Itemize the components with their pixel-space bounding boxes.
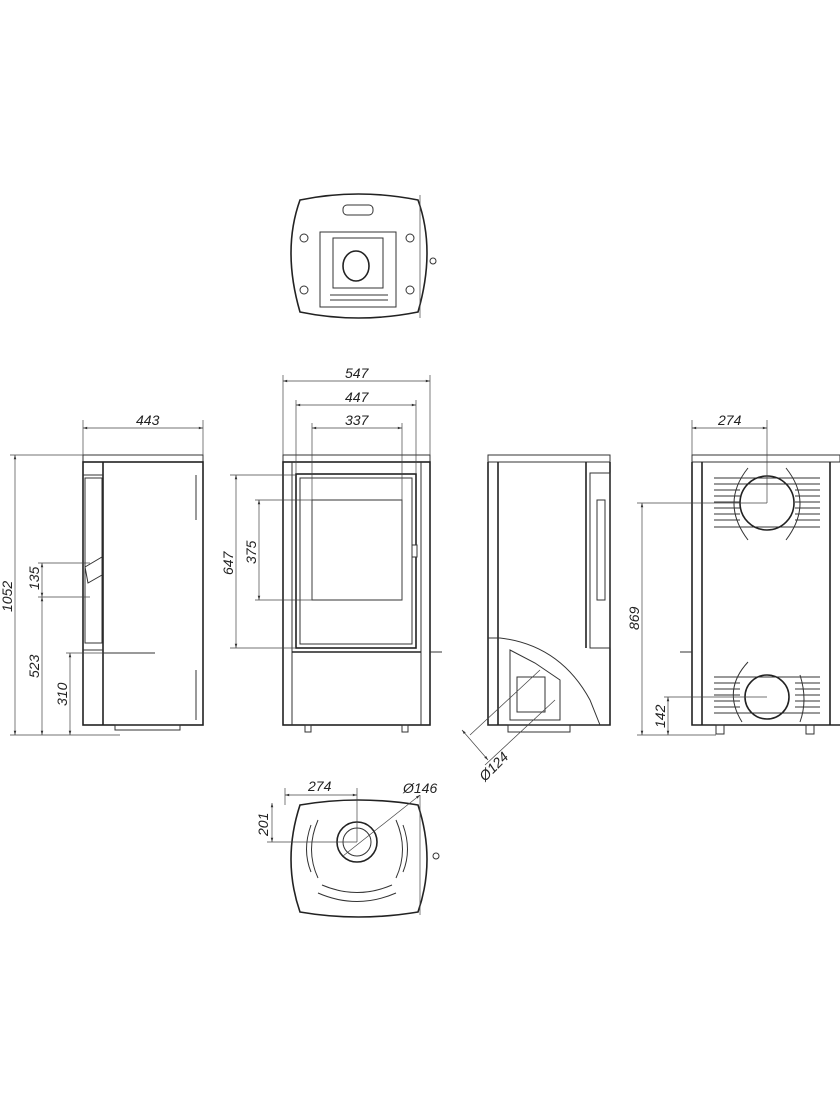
dim-inlet-diameter-label: Ø146 xyxy=(402,780,437,796)
dim-inlet-offset-y-text: 201 xyxy=(255,813,271,837)
dim-ash-level-label: 310 xyxy=(54,682,70,706)
top-handle-slot xyxy=(342,204,374,216)
dim-glass-width-label: 337 xyxy=(345,412,370,428)
flue-outlet-top xyxy=(342,250,370,282)
side-view-right: Ø124 xyxy=(461,454,611,785)
dim-rear-inlet-height-label: 142 xyxy=(652,704,668,728)
top-plan-view xyxy=(290,193,437,319)
dim-door-bottom-label: 523 xyxy=(26,654,42,678)
firebox-door xyxy=(295,473,417,649)
back-view: 274 869 142 xyxy=(626,412,840,736)
front-view: 547 447 337 647 375 xyxy=(220,365,442,733)
dim-depth-label: 443 xyxy=(136,412,160,428)
glass-panel xyxy=(311,499,403,601)
bottom-plan-view: 274 201 Ø146 xyxy=(255,778,440,918)
dim-body-width-label: 447 xyxy=(345,389,370,405)
dim-height-total-label: 1052 xyxy=(0,581,15,612)
dim-glass-height-label: 375 xyxy=(243,540,259,564)
dim-outer-width-label: 547 xyxy=(345,365,370,381)
dim-air-inlet-diameter-label: Ø124 xyxy=(475,748,511,784)
dim-window-height-label: 647 xyxy=(220,550,236,575)
side-view-left: 443 1052 135 523 310 xyxy=(0,412,204,736)
dim-inlet-offset-x-label: 274 xyxy=(307,778,332,794)
dim-flue-offset-label: 274 xyxy=(717,412,742,428)
dim-flue-height-label: 869 xyxy=(626,606,642,630)
door-handle xyxy=(84,556,103,584)
air-inlet-box xyxy=(516,676,546,713)
lower-vent-grille xyxy=(714,661,820,723)
dim-handle-label: 135 xyxy=(26,566,42,590)
